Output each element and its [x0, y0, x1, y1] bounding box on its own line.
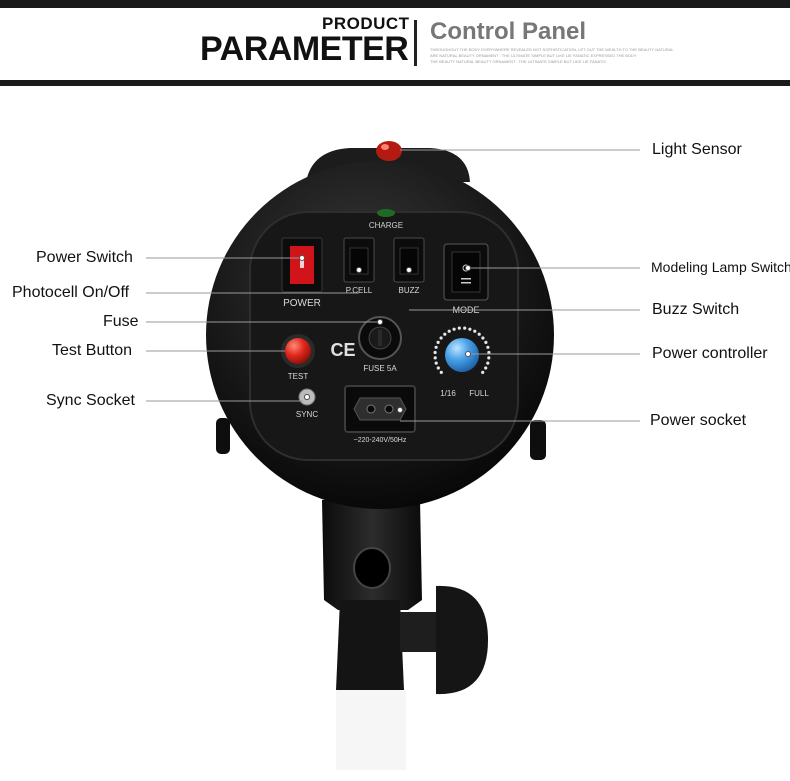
header: [0, 8, 790, 80]
dial-tick: [452, 327, 456, 331]
dial-tick: [468, 327, 472, 331]
dial-tick: [463, 326, 467, 330]
buzz-label: BUZZ: [399, 286, 420, 295]
dial-tick: [433, 350, 437, 355]
dial-tick: [439, 336, 443, 340]
mode-rocker[interactable]: [451, 251, 481, 293]
power-controller-knob[interactable]: [445, 338, 479, 372]
test-label: TEST: [288, 372, 309, 381]
locking-knob: [436, 585, 488, 695]
ce-mark: CE: [330, 340, 355, 360]
dial-tick: [447, 329, 451, 333]
header-subtext-1: THROUGHOUT THE BODY EVERYWHERE REVEALED …: [430, 47, 674, 52]
light-sensor: [376, 141, 402, 161]
knob-shaft: [400, 612, 440, 652]
side-lug-left: [216, 418, 230, 454]
stand-clamp: [336, 600, 404, 690]
dial-tick: [434, 345, 438, 349]
dial-min-label: 1/16: [440, 389, 456, 398]
mode-line-icon: [461, 278, 471, 280]
dial-tick: [486, 361, 490, 365]
fuse-slot: [378, 330, 382, 346]
dial-tick: [439, 370, 443, 374]
dial-tick: [473, 329, 477, 333]
dial-tick: [433, 356, 437, 360]
callout-power-switch: Power Switch: [36, 249, 133, 266]
dial-tick: [477, 332, 481, 336]
dial-tick: [436, 366, 440, 370]
photocell-rocker[interactable]: [349, 247, 369, 275]
socket-pin-right: [384, 404, 394, 414]
header-parameter: PARAMETER: [200, 30, 409, 68]
callout-fuse: Fuse: [103, 313, 139, 330]
light-sensor-highlight: [381, 144, 389, 150]
dial-tick: [484, 366, 488, 370]
header-subtext-3: THE BEAUTY NATURAL BEAUTY ORNAMENT : THE…: [430, 59, 607, 64]
charge-led: [377, 209, 395, 217]
power-socket-inlet: [353, 397, 407, 421]
fuse-label: FUSE 5A: [363, 364, 397, 373]
page-title: Control Panel: [430, 18, 587, 45]
callout-modeling-lamp: Modeling Lamp Switch: [651, 259, 790, 275]
callout-lines: [146, 149, 640, 422]
header-product: PRODUCT: [322, 14, 410, 33]
callout-power-socket: Power socket: [650, 412, 747, 429]
dial-tick: [486, 345, 490, 349]
header-divider: [414, 20, 417, 66]
sync-label: SYNC: [296, 410, 318, 419]
dial-tick: [484, 340, 488, 344]
callout-test-button: Test Button: [52, 342, 133, 359]
callout-photocell: Photocell On/Off: [12, 284, 130, 301]
dial-tick: [487, 350, 491, 355]
header-subtext-2: ARE NATURAL BEAUTY ORNAMENT : THE ULTIMA…: [430, 53, 637, 58]
callout-dots: [299, 255, 471, 413]
strobe-light-illustration: CHARGE POWER P.CELL BUZZ MODE CE FUSE 5A…: [146, 141, 640, 770]
test-button[interactable]: [285, 338, 311, 364]
callout-light-sensor: Light Sensor: [652, 141, 742, 158]
pcell-label: P.CELL: [346, 286, 373, 295]
dial-tick: [443, 332, 447, 336]
power-switch-mark: [300, 258, 304, 268]
dial-tick: [481, 370, 485, 374]
dial-max-label: FULL: [469, 389, 489, 398]
dial-tick: [434, 361, 438, 365]
power-label: POWER: [283, 298, 321, 309]
callout-buzz-switch: Buzz Switch: [652, 301, 740, 318]
header-bottom-rule: [0, 80, 790, 86]
dial-tick: [457, 326, 461, 330]
reflection: [336, 690, 406, 770]
power-dial-ticks: [433, 326, 491, 374]
dial-tick: [436, 340, 440, 344]
callout-power-controller: Power controller: [652, 345, 768, 362]
charge-label: CHARGE: [369, 221, 403, 230]
bracket-hole: [353, 547, 391, 589]
buzz-rocker[interactable]: [399, 247, 419, 275]
voltage-label: ~220-240V/50Hz: [354, 437, 407, 444]
callout-sync-socket: Sync Socket: [46, 392, 135, 409]
mode-line-icon-2: [461, 282, 471, 284]
dial-tick: [487, 356, 491, 360]
top-bar: [0, 0, 790, 8]
socket-pin-left: [366, 404, 376, 414]
dial-tick: [481, 336, 485, 340]
side-lug-right: [530, 420, 546, 460]
